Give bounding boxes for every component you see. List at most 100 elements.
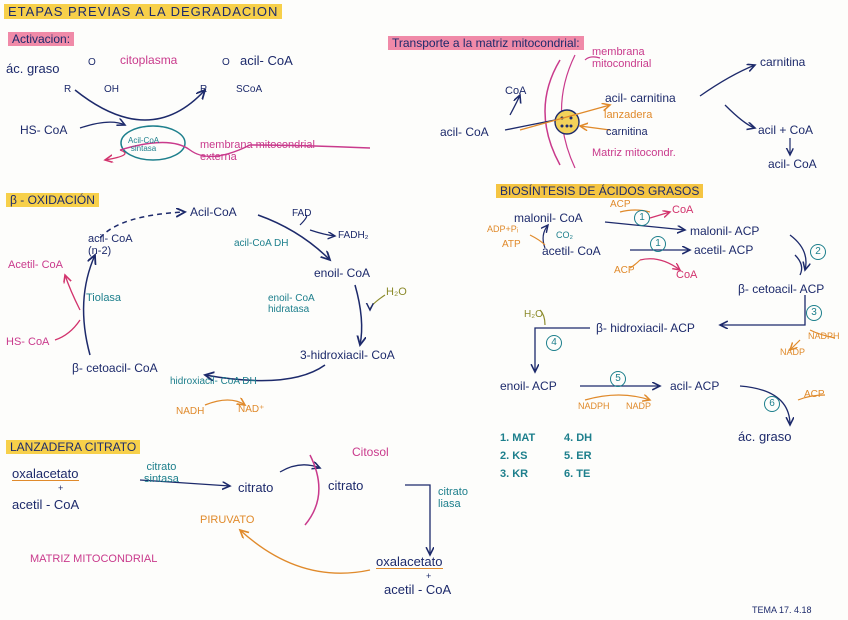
legend-3: 3. KR	[500, 468, 529, 480]
citoplasma-label: citoplasma	[120, 53, 178, 67]
citrato-1: citrato	[238, 480, 274, 495]
oh-label: OH	[104, 84, 119, 95]
membrana-mito-label: membrana mitocondrial	[592, 46, 652, 71]
enoil-coa: enoil- CoA	[314, 266, 371, 280]
membrana-externa-label: membrana mitocondrial externa	[200, 139, 315, 164]
cetoacil-coa: β- cetoacil- CoA	[72, 361, 158, 375]
citrato-2: citrato	[328, 478, 364, 493]
acetil-coa-1: acetil - CoA	[12, 497, 80, 512]
membrane-curve	[544, 59, 561, 166]
carnitina-label: carnitina	[606, 126, 648, 138]
acil-coa-dh-label: acil-CoA DH	[234, 238, 289, 249]
fad-label: FAD	[292, 208, 312, 219]
legend-5: 5. ER	[564, 450, 592, 462]
matriz-label: Matriz mitocondr.	[592, 147, 676, 159]
citrato-liasa-label: citrato liasa	[438, 486, 468, 511]
step-3: 3	[806, 305, 822, 321]
header-lanzadera: LANZADERA CITRATO	[6, 440, 141, 454]
acp-3: ACP	[804, 389, 825, 400]
citrato-sintasa-label: citrato sintasa	[144, 461, 179, 485]
h2o-bio: H₂O	[524, 309, 543, 320]
acil-plus-coa: acil + CoA	[758, 123, 814, 137]
nadph-2: NADPH	[578, 401, 610, 411]
o-label: O	[88, 57, 96, 68]
acil-carnitina: acil- carnitina	[605, 91, 676, 105]
acil-coa-result: acil- CoA	[768, 157, 817, 171]
step-2: 2	[810, 244, 826, 260]
acetil-coa-out: Acetil- CoA	[8, 259, 64, 271]
step-1b: 1	[650, 236, 666, 252]
r2-label: R	[200, 84, 208, 95]
co2-label: CO₂	[556, 230, 573, 240]
atp-label: ATP	[502, 239, 521, 250]
citosol-label: Citosol	[352, 445, 389, 459]
acp-1: ACP	[610, 199, 631, 210]
step-5: 5	[610, 371, 626, 387]
step-6: 6	[764, 396, 780, 412]
acil-coa-transport: acil- CoA	[440, 125, 489, 139]
lanzadera-label: lanzadera	[604, 109, 653, 121]
oxalacetato-1: oxalacetato	[12, 466, 79, 481]
hidroxiacil-coa: 3-hidroxiacil- CoA	[300, 348, 395, 362]
r-label: R	[64, 84, 72, 95]
adp-pi: ADP+Pᵢ	[487, 224, 519, 234]
tiolasa-label: Tiolasa	[86, 292, 122, 304]
oxalacetato-2: oxalacetato	[376, 554, 443, 569]
acetil-coa-bio: acetil- CoA	[542, 244, 601, 258]
o2-label: O	[222, 57, 230, 68]
hidroxiacil-dh-label: hidroxiacil- CoA DH	[170, 376, 257, 387]
coa-small: CoA	[505, 85, 527, 97]
coa-2: CoA	[676, 269, 698, 281]
enoil-hidratasa-label: enoil- CoA hidratasa	[268, 293, 315, 315]
scoa-label: SCoA	[236, 84, 263, 95]
piruvato-label: PIRUVATO	[200, 514, 255, 526]
header-beta: β - OXIDACIÓN	[6, 193, 99, 207]
header-activacion: Activacion:	[8, 32, 75, 46]
nadph-1: NADPH	[808, 331, 840, 341]
legend-1: 1. MAT	[500, 432, 536, 444]
acil-coa-n2: acil- CoA (n-2)	[88, 233, 133, 257]
enzyme-label: Acil-CoA sintasa	[128, 136, 160, 153]
beta-acil-coa: Acil-CoA	[190, 205, 237, 219]
acp-2: ACP	[614, 265, 635, 276]
footer-label: TEMA 17. 4.18	[752, 605, 812, 615]
malonil-coa: malonil- CoA	[514, 211, 583, 225]
beta-hs-coa: HS- CoA	[6, 336, 50, 348]
hidroxiacil-acp: β- hidroxiacil- ACP	[596, 321, 695, 335]
legend-2: 2. KS	[500, 450, 528, 462]
malonil-acp: malonil- ACP	[690, 224, 760, 238]
step-1a: 1	[634, 210, 650, 226]
acil-coa-product: acil- CoA	[240, 53, 293, 68]
ac-graso-bio: ác. graso	[738, 429, 792, 444]
ac-graso-label: ác. graso	[6, 61, 60, 76]
matriz-mito-label: MATRIZ MITOCONDRIAL	[30, 553, 158, 565]
plus-2: +	[426, 571, 432, 581]
acil-acp: acil- ACP	[670, 379, 720, 393]
step-4: 4	[546, 335, 562, 351]
carrier-circle	[554, 109, 580, 135]
acetil-coa-2: acetil - CoA	[384, 582, 452, 597]
plus-1: +	[58, 483, 64, 493]
legend-6: 6. TE	[564, 468, 591, 480]
enzyme-outline	[120, 125, 186, 161]
enoil-acp: enoil- ACP	[500, 379, 557, 393]
nadp-1: NADP	[780, 347, 806, 357]
nad-label: NAD⁺	[238, 404, 265, 415]
acetil-acp: acetil- ACP	[694, 243, 754, 257]
mito-membrane	[304, 454, 320, 526]
header-biosintesis: BIOSÍNTESIS DE ÁCIDOS GRASOS	[496, 184, 704, 198]
header-transporte: Transporte a la matriz mitocondrial:	[388, 36, 584, 50]
carnitina-top: carnitina	[760, 55, 806, 69]
legend-4: 4. DH	[564, 432, 593, 444]
nadh-label: NADH	[176, 406, 205, 417]
activation-arrow	[74, 90, 205, 121]
coa-1: CoA	[672, 204, 694, 216]
cetoacil-acp: β- cetoacil- ACP	[738, 282, 825, 296]
membrane-line	[119, 141, 371, 158]
header-etapas: ETAPAS PREVIAS A LA DEGRADACION	[4, 4, 283, 19]
h2o-beta: H₂O	[386, 286, 407, 298]
nadp-2: NADP	[626, 401, 652, 411]
hs-coa-label: HS- CoA	[20, 123, 68, 137]
